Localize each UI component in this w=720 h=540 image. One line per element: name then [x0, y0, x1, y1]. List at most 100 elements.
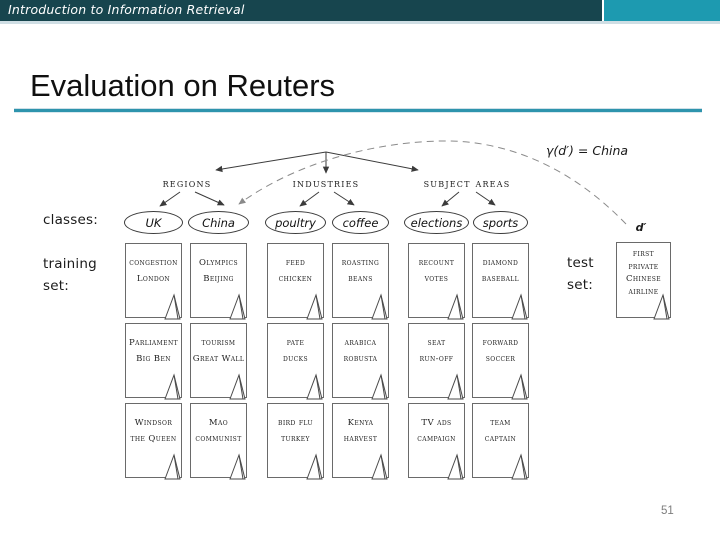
test-doc: first private Chinese airline: [616, 242, 671, 320]
page-fold-icon: [229, 293, 246, 320]
page-fold-icon: [511, 453, 528, 480]
doc-line: captain: [484, 434, 517, 444]
header-divider: [0, 21, 720, 24]
tree-edge: [215, 151, 327, 173]
page-fold-icon: [511, 293, 528, 320]
page-fold-icon: [229, 453, 246, 480]
doc-line: congestion: [129, 258, 178, 268]
doc-line: feed: [285, 258, 306, 268]
training-set-label: training: [43, 256, 97, 272]
doc-line: recount: [418, 258, 455, 268]
doc-line: ducks: [282, 354, 309, 364]
page-fold-icon: [653, 293, 670, 320]
test-set-label: test: [567, 255, 594, 271]
doc-line: Big Ben: [136, 354, 171, 364]
training-doc: Kenya harvest: [332, 403, 389, 480]
doc-line: chicken: [278, 274, 313, 284]
class-elections: elections: [404, 211, 469, 234]
training-doc: forward soccer: [472, 323, 529, 400]
page-fold-icon: [306, 453, 323, 480]
doc-line: Chinese: [625, 274, 662, 284]
class-sports: sports: [473, 211, 528, 234]
page-number: 51: [661, 505, 674, 517]
training-doc: diamond baseball: [472, 243, 529, 320]
doc-line: London: [136, 274, 171, 284]
tree-edge: [194, 191, 225, 206]
title-underline: [14, 108, 702, 113]
page-fold-icon: [229, 373, 246, 400]
tree-edge: [159, 191, 181, 207]
training-doc: Olympics Beijing: [190, 243, 247, 320]
training-doc: Windsor the Queen: [125, 403, 182, 480]
doc-line: Great Wall: [192, 354, 245, 364]
doc-line: robusta: [343, 354, 378, 364]
doc-line: Parliament: [128, 338, 179, 348]
training-set-label: set:: [43, 278, 69, 294]
training-doc: pate ducks: [267, 323, 324, 400]
tree-edge: [299, 191, 320, 207]
doc-line: team: [490, 418, 511, 428]
training-doc: arabica robusta: [332, 323, 389, 400]
doc-line: Mao: [208, 418, 229, 428]
class-china: China: [188, 211, 249, 234]
class-poultry: poultry: [265, 211, 326, 234]
training-doc: roasting beans: [332, 243, 389, 320]
doc-line: airline: [628, 286, 659, 297]
course-title: Introduction to Information Retrieval: [8, 2, 245, 17]
training-doc: seat run-off: [408, 323, 465, 400]
doc-line: first: [632, 249, 655, 259]
doc-line: seat: [427, 338, 446, 348]
training-doc: bird flu turkey: [267, 403, 324, 480]
doc-line: arabica: [344, 338, 377, 348]
doc-line: private: [628, 261, 659, 272]
test-set-label: set:: [567, 277, 593, 293]
doc-line: pate: [286, 338, 305, 348]
tree-edge: [333, 191, 355, 206]
class-uk: UK: [124, 211, 183, 234]
tree-edge: [475, 191, 496, 206]
page-fold-icon: [164, 453, 181, 480]
doc-line: votes: [424, 274, 449, 284]
doc-line: harvest: [343, 434, 378, 444]
doc-line: diamond: [482, 258, 519, 268]
training-doc: congestion London: [125, 243, 182, 320]
doc-line: campaign: [417, 434, 456, 444]
page-fold-icon: [164, 293, 181, 320]
page-fold-icon: [447, 373, 464, 400]
category-regions: regions: [162, 176, 212, 190]
test-doc-name: d′: [635, 221, 647, 234]
doc-line: run-off: [419, 354, 454, 364]
page-fold-icon: [371, 453, 388, 480]
training-doc: tourism Great Wall: [190, 323, 247, 400]
classification-arrow: [238, 140, 627, 225]
page-fold-icon: [371, 373, 388, 400]
training-doc: feed chicken: [267, 243, 324, 320]
page-title: Evaluation on Reuters: [30, 68, 336, 103]
doc-line: TV ads: [421, 418, 452, 428]
page-fold-icon: [447, 293, 464, 320]
tree-edge: [441, 191, 460, 207]
training-doc: Mao communist: [190, 403, 247, 480]
tree-edge: [325, 151, 419, 172]
training-doc: Parliament Big Ben: [125, 323, 182, 400]
page-fold-icon: [371, 293, 388, 320]
page-fold-icon: [511, 373, 528, 400]
header-bar: [0, 0, 602, 21]
doc-line: turkey: [281, 434, 310, 444]
doc-line: Beijing: [203, 274, 234, 284]
category-subject-areas: subject areas: [423, 176, 511, 190]
training-doc: TV ads campaign: [408, 403, 465, 480]
class-coffee: coffee: [332, 211, 389, 234]
doc-line: beans: [348, 274, 373, 284]
header-bar-accent: [604, 0, 720, 21]
page-fold-icon: [306, 373, 323, 400]
classes-label: classes:: [43, 212, 99, 228]
doc-line: communist: [195, 434, 242, 444]
doc-line: bird flu: [278, 418, 313, 428]
doc-line: baseball: [481, 274, 520, 284]
doc-line: the Queen: [130, 434, 177, 444]
doc-line: soccer: [485, 354, 516, 364]
training-doc: team captain: [472, 403, 529, 480]
